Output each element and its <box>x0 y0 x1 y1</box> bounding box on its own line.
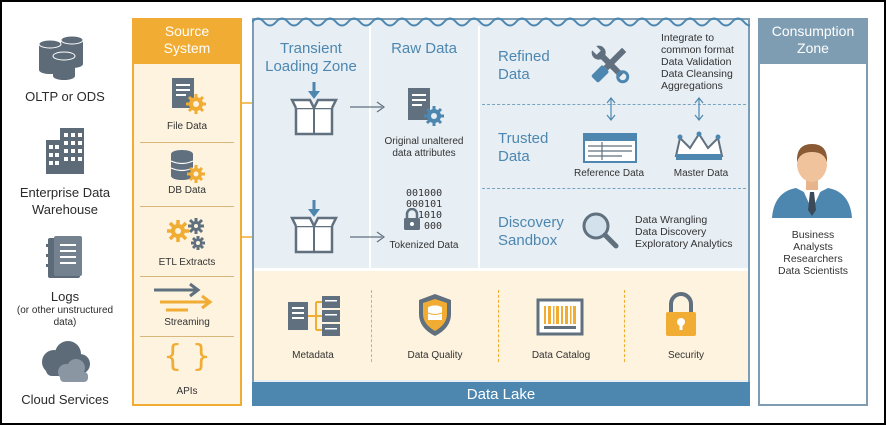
api-braces-icon: { } <box>163 339 211 374</box>
bidirectional-arrow-icon <box>694 97 704 121</box>
tokenized-data-label: Tokenized Data <box>389 240 459 251</box>
raw-data-title: Raw Data <box>391 40 457 57</box>
data-lake-footer <box>252 382 750 406</box>
reference-data-label: Reference Data <box>573 168 645 179</box>
consumption-header <box>758 18 868 64</box>
crown-icon <box>674 131 724 160</box>
consumption-title-2: Zone <box>797 40 829 56</box>
source-divider <box>140 142 234 143</box>
discovery-note: Data Discovery <box>635 226 707 238</box>
padlock-icon <box>666 292 696 336</box>
bidirectional-arrow-icon <box>606 97 616 121</box>
data-lake-label: Data Lake <box>466 386 536 403</box>
zone-dashed-divider <box>482 188 746 189</box>
raw-desc-line2: data attributes <box>392 148 456 159</box>
streaming-label: Streaming <box>164 317 210 328</box>
source-divider <box>140 206 234 207</box>
source-oltp-label: OLTP or ODS <box>25 89 105 104</box>
refined-note: Data Validation <box>661 56 732 68</box>
master-data-label: Master Data <box>673 168 729 179</box>
business-person-icon <box>772 144 852 218</box>
trusted-title-1: Trusted <box>498 130 549 147</box>
consumer-label: Business <box>791 229 835 241</box>
governance-label: Data Catalog <box>531 350 591 361</box>
magnifier-icon <box>582 212 619 249</box>
apis-label: APIs <box>176 386 198 397</box>
governance-divider <box>624 290 625 362</box>
governance-label: Data Quality <box>407 350 463 361</box>
metadata-hierarchy-icon <box>288 296 340 336</box>
zone-dashed-divider <box>482 104 746 105</box>
file-data-label: File Data <box>166 121 207 132</box>
file-gear-icon <box>172 78 206 114</box>
etl-extracts-label: ETL Extracts <box>158 257 216 268</box>
discovery-note: Exploratory Analytics <box>635 238 733 250</box>
binary-line: 001000 <box>406 188 443 199</box>
zone-divider <box>369 26 371 270</box>
arrow-right-icon <box>350 231 386 243</box>
refined-note: Aggregations <box>661 80 723 92</box>
refined-note: Integrate to <box>661 32 715 44</box>
logs-notebook-icon <box>46 236 82 278</box>
lock-icon <box>404 208 420 230</box>
consumer-label: Researchers <box>783 253 843 265</box>
binary-line: 1010 <box>418 210 443 221</box>
source-system-header <box>132 18 242 64</box>
reference-table-icon <box>583 133 637 163</box>
refined-note: Data Cleansing <box>661 68 733 80</box>
zone-divider <box>254 268 748 271</box>
governance-divider <box>498 290 499 362</box>
shield-database-icon <box>419 294 451 336</box>
wave-top-decoration <box>252 17 750 27</box>
consumer-label: Data Scientists <box>777 265 849 277</box>
binary-line: 000 <box>424 221 443 232</box>
refined-note: common format <box>661 44 734 56</box>
discovery-title-2: Sandbox <box>498 232 558 249</box>
wrench-screwdriver-icon <box>590 44 630 84</box>
cloud-icon <box>42 341 90 382</box>
discovery-note: Data Wrangling <box>635 214 708 226</box>
inbox-box-icon <box>290 82 338 136</box>
source-logs-sub1: (or other unstructured <box>16 305 114 316</box>
db-data-label: DB Data <box>168 185 206 196</box>
source-cloud-label: Cloud Services <box>21 392 109 407</box>
file-gear-icon <box>408 88 444 126</box>
source-edw-line1: Enterprise Data <box>19 185 111 200</box>
inbox-box-icon <box>290 200 338 254</box>
governance-label: Metadata <box>292 350 334 361</box>
trusted-title-2: Data <box>498 148 530 165</box>
streaming-arrows-icon <box>154 282 213 312</box>
source-logs-sub2: data) <box>53 317 77 328</box>
refined-title-1: Refined <box>498 48 550 65</box>
raw-desc-line1: Original unaltered <box>384 136 464 147</box>
transient-title-2: Loading Zone <box>265 58 357 75</box>
governance-divider <box>371 290 372 362</box>
barcode-catalog-icon <box>536 298 584 336</box>
source-divider <box>140 336 234 337</box>
source-edw-line2: Warehouse <box>32 202 98 217</box>
binary-digits: 001000 000101 1010 000 <box>406 188 442 232</box>
database-icon <box>38 35 84 80</box>
discovery-title-1: Discovery <box>498 214 564 231</box>
etl-gears-icon <box>167 218 205 250</box>
transient-title-1: Transient <box>280 40 342 57</box>
source-system-title-2: System <box>163 40 211 56</box>
consumer-label: Analysts <box>793 241 833 253</box>
governance-label: Security <box>667 350 705 361</box>
refined-title-2: Data <box>498 66 530 83</box>
source-system-title-1: Source <box>164 23 210 39</box>
binary-line: 000101 <box>406 199 443 210</box>
source-logs-label: Logs <box>50 289 80 304</box>
zone-divider <box>478 26 480 270</box>
building-icon <box>46 128 84 174</box>
consumption-title-1: Consumption <box>771 23 855 39</box>
arrow-right-icon <box>350 101 386 113</box>
db-gear-icon <box>170 150 205 183</box>
source-divider <box>140 276 234 277</box>
